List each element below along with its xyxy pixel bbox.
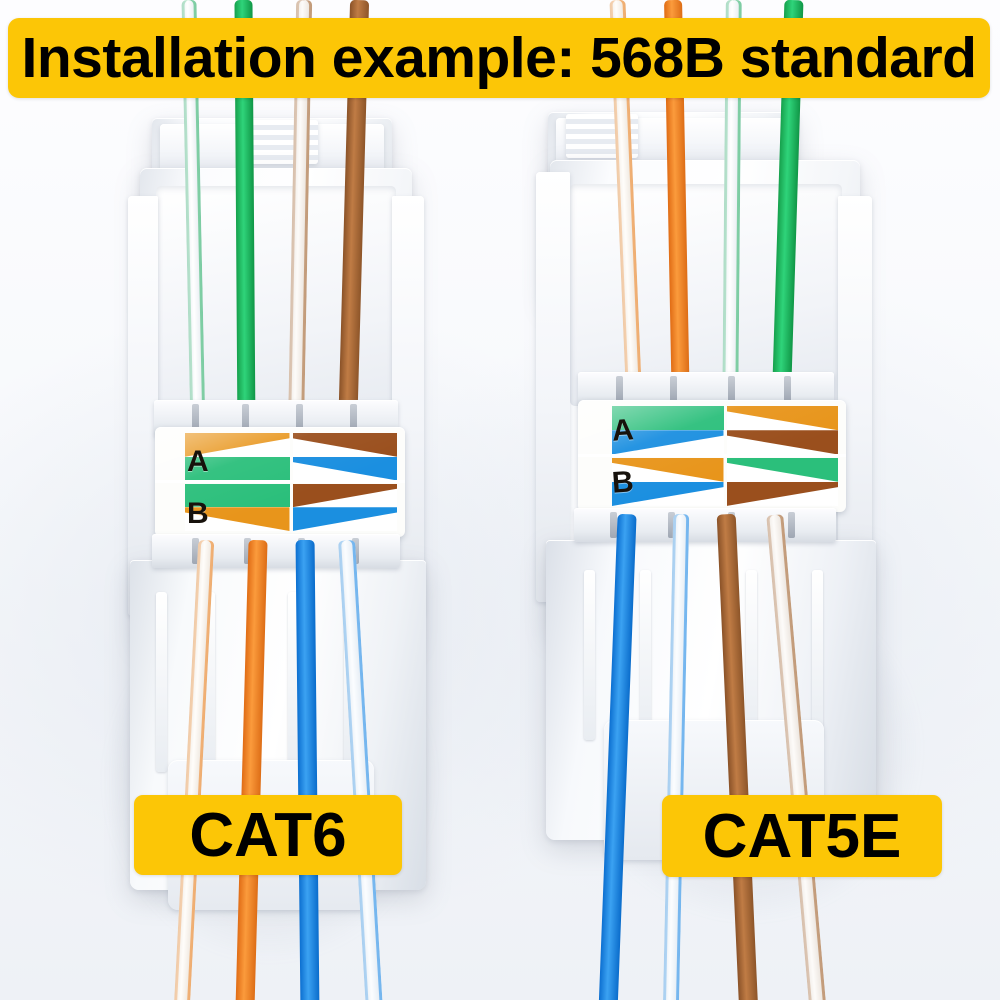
cat6-upper-slot-1 bbox=[192, 404, 199, 432]
cat5e-band-a-left-bottom bbox=[612, 430, 724, 455]
cat6-cell-a-right bbox=[292, 433, 397, 481]
cat5e-rib-2 bbox=[640, 570, 651, 740]
cat5e-cell-b-right bbox=[726, 457, 838, 506]
cat5e-badge: CAT5E bbox=[662, 795, 942, 877]
cat5e-badge-text: CAT5E bbox=[702, 801, 902, 871]
cat6-cell-a-left bbox=[185, 433, 290, 481]
title-banner: Installation example: 568B standard bbox=[8, 18, 990, 98]
cat5e-body-face bbox=[570, 184, 842, 406]
cat5e-rib-3 bbox=[746, 570, 757, 740]
cat5e-lower-slot-2 bbox=[668, 512, 675, 538]
cat6-band-b-left-bottom bbox=[185, 507, 290, 531]
title-banner-text: Installation example: 568B standard bbox=[21, 26, 977, 90]
cat6-band-b-right-top bbox=[292, 483, 397, 508]
cat5e-band-b-right-top bbox=[726, 457, 838, 482]
cat6-band-a-left-top bbox=[185, 433, 290, 457]
cat5e-band-b-left-bottom bbox=[612, 481, 724, 506]
cat6-cell-b-right bbox=[292, 483, 397, 531]
cat6-cell-b-left bbox=[185, 483, 290, 531]
cat5e-band-a-left-top bbox=[612, 406, 724, 431]
cat5e-cell-a-left bbox=[612, 406, 724, 455]
cat6-rib-1 bbox=[156, 592, 167, 772]
cat6-badge-text: CAT6 bbox=[189, 800, 347, 870]
cat5e-keystone-jack: A B bbox=[500, 0, 1000, 1000]
cat5e-band-a-right-top bbox=[726, 406, 838, 431]
cat6-band-a-right-bottom bbox=[292, 456, 397, 481]
cat5e-band-b-right-bottom bbox=[726, 481, 838, 506]
cat6-band-b-right-bottom bbox=[292, 507, 397, 531]
cat6-upper-slot-2 bbox=[242, 404, 249, 432]
cat5e-cell-a-right bbox=[726, 406, 838, 455]
cat6-upper-slot-3 bbox=[296, 404, 303, 432]
cat5e-upper-slot-1 bbox=[616, 376, 623, 402]
cat6-upper-slot-4 bbox=[350, 404, 357, 432]
cat6-lower-slot-1 bbox=[192, 538, 199, 564]
cat6-band-b-left-top bbox=[185, 483, 290, 508]
cat5e-upper-slot-4 bbox=[784, 376, 791, 402]
cat5e-band-b-left-top bbox=[612, 457, 724, 482]
cat6-lower-punchdown-comb bbox=[152, 534, 400, 568]
cat6-label-divider bbox=[155, 480, 405, 483]
cat5e-band-a-right-bottom bbox=[726, 430, 838, 455]
cat6-band-a-left-bottom bbox=[185, 456, 290, 481]
cat5e-upper-slot-3 bbox=[728, 376, 735, 402]
cat5e-lower-slot-4 bbox=[788, 512, 795, 538]
cat6-band-a-right-top bbox=[292, 433, 397, 457]
cat5e-lower-slot-1 bbox=[610, 512, 617, 538]
cat6-rib-3 bbox=[288, 592, 299, 772]
cat5e-wiring-code-label: A B bbox=[578, 400, 846, 512]
cat5e-rib-1 bbox=[584, 570, 595, 740]
cat5e-cell-b-left bbox=[612, 457, 724, 506]
cat5e-label-divider bbox=[578, 454, 846, 457]
cat6-badge: CAT6 bbox=[134, 795, 402, 875]
cat6-rib-2 bbox=[204, 592, 215, 772]
cat5e-left-wing bbox=[536, 172, 570, 602]
cat5e-upper-slot-2 bbox=[670, 376, 677, 402]
cat5e-rib-4 bbox=[812, 570, 823, 740]
cat6-wiring-code-label: A B bbox=[155, 427, 405, 537]
